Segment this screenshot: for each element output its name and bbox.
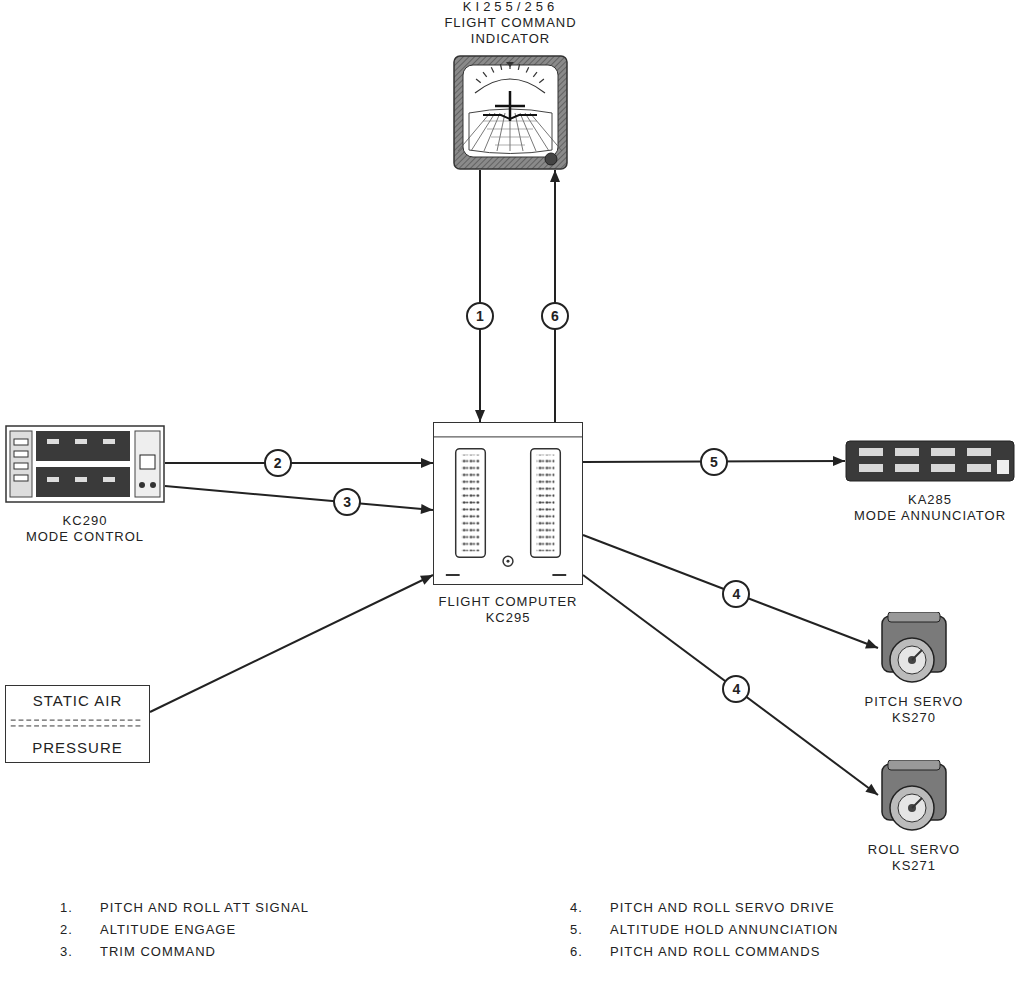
signal-name: ALTITUDE ENGAGE xyxy=(100,922,236,937)
signal-connector xyxy=(583,535,878,648)
unit-label: PITCH SERVO xyxy=(865,694,964,710)
unit-label: KC290 xyxy=(26,513,144,529)
ann-illustration xyxy=(845,440,1015,482)
item-number: 5. xyxy=(570,922,583,937)
signal-name: ALTITUDE HOLD ANNUNCIATION xyxy=(610,922,838,937)
unit-label: ROLL SERVO xyxy=(868,842,960,858)
callout-number: 4 xyxy=(722,580,750,608)
callout-number: 6 xyxy=(541,302,569,330)
unit-label: PRESSURE xyxy=(32,739,123,756)
signal-connector xyxy=(583,575,878,795)
item-number: 2. xyxy=(60,922,73,937)
unit-label: MODE ANNUNCIATOR xyxy=(854,508,1006,524)
unit-label: KI255/256 xyxy=(436,0,586,15)
item-number: 4. xyxy=(570,900,583,915)
callout-number: 5 xyxy=(700,448,728,476)
signal-name: PITCH AND ROLL ATT SIGNAL xyxy=(100,900,309,915)
unit-caption: KI255/256FLIGHT COMMAND INDICATOR xyxy=(436,0,586,47)
mode-illustration xyxy=(5,425,165,503)
unit-caption: ROLL SERVOKS271 xyxy=(868,842,960,874)
unit-caption: PITCH SERVOKS270 xyxy=(865,694,964,726)
signal-connector xyxy=(165,458,433,468)
signal-name: PITCH AND ROLL COMMANDS xyxy=(610,944,820,959)
servo-unit: PITCH SERVOKS270 xyxy=(878,612,950,684)
item-number: 1. xyxy=(60,900,73,915)
annunciator-unit: KA285MODE ANNUNCIATOR xyxy=(845,440,1015,482)
signal-connector xyxy=(165,486,433,514)
pressure-box: STATIC AIR PRESSURE xyxy=(5,685,150,763)
unit-label: FLIGHT COMMAND INDICATOR xyxy=(436,15,586,47)
signal-connector xyxy=(550,170,560,422)
comp-illustration xyxy=(434,423,582,584)
indicator-unit: KI255/256FLIGHT COMMAND INDICATOR xyxy=(453,55,568,170)
callout-number: 3 xyxy=(333,488,361,516)
signal-name: PITCH AND ROLL SERVO DRIVE xyxy=(610,900,835,915)
ind-illustration xyxy=(453,55,568,170)
unit-caption: FLIGHT COMPUTERKC295 xyxy=(439,594,578,626)
signal-connector xyxy=(475,170,485,422)
unit-label: KA285 xyxy=(854,492,1006,508)
item-number: 6. xyxy=(570,944,583,959)
signal-connector xyxy=(150,575,433,712)
servo-illustration xyxy=(878,612,950,684)
item-number: 3. xyxy=(60,944,73,959)
computer-box: FLIGHT COMPUTERKC295 xyxy=(433,422,583,585)
servo-illustration xyxy=(878,760,950,832)
unit-label: KC295 xyxy=(439,610,578,626)
unit-label: KS271 xyxy=(868,858,960,874)
unit-label: STATIC AIR xyxy=(33,692,122,709)
callout-number: 1 xyxy=(466,302,494,330)
mode-control-unit: KC290MODE CONTROL xyxy=(5,425,165,503)
callout-number: 2 xyxy=(264,449,292,477)
unit-label: FLIGHT COMPUTER xyxy=(439,594,578,610)
unit-caption: KA285MODE ANNUNCIATOR xyxy=(854,492,1006,524)
servo-unit: ROLL SERVOKS271 xyxy=(878,760,950,832)
unit-caption: KC290MODE CONTROL xyxy=(26,513,144,545)
unit-label: MODE CONTROL xyxy=(26,529,144,545)
unit-label: KS270 xyxy=(865,710,964,726)
callout-number: 4 xyxy=(722,675,750,703)
signal-name: TRIM COMMAND xyxy=(100,944,216,959)
